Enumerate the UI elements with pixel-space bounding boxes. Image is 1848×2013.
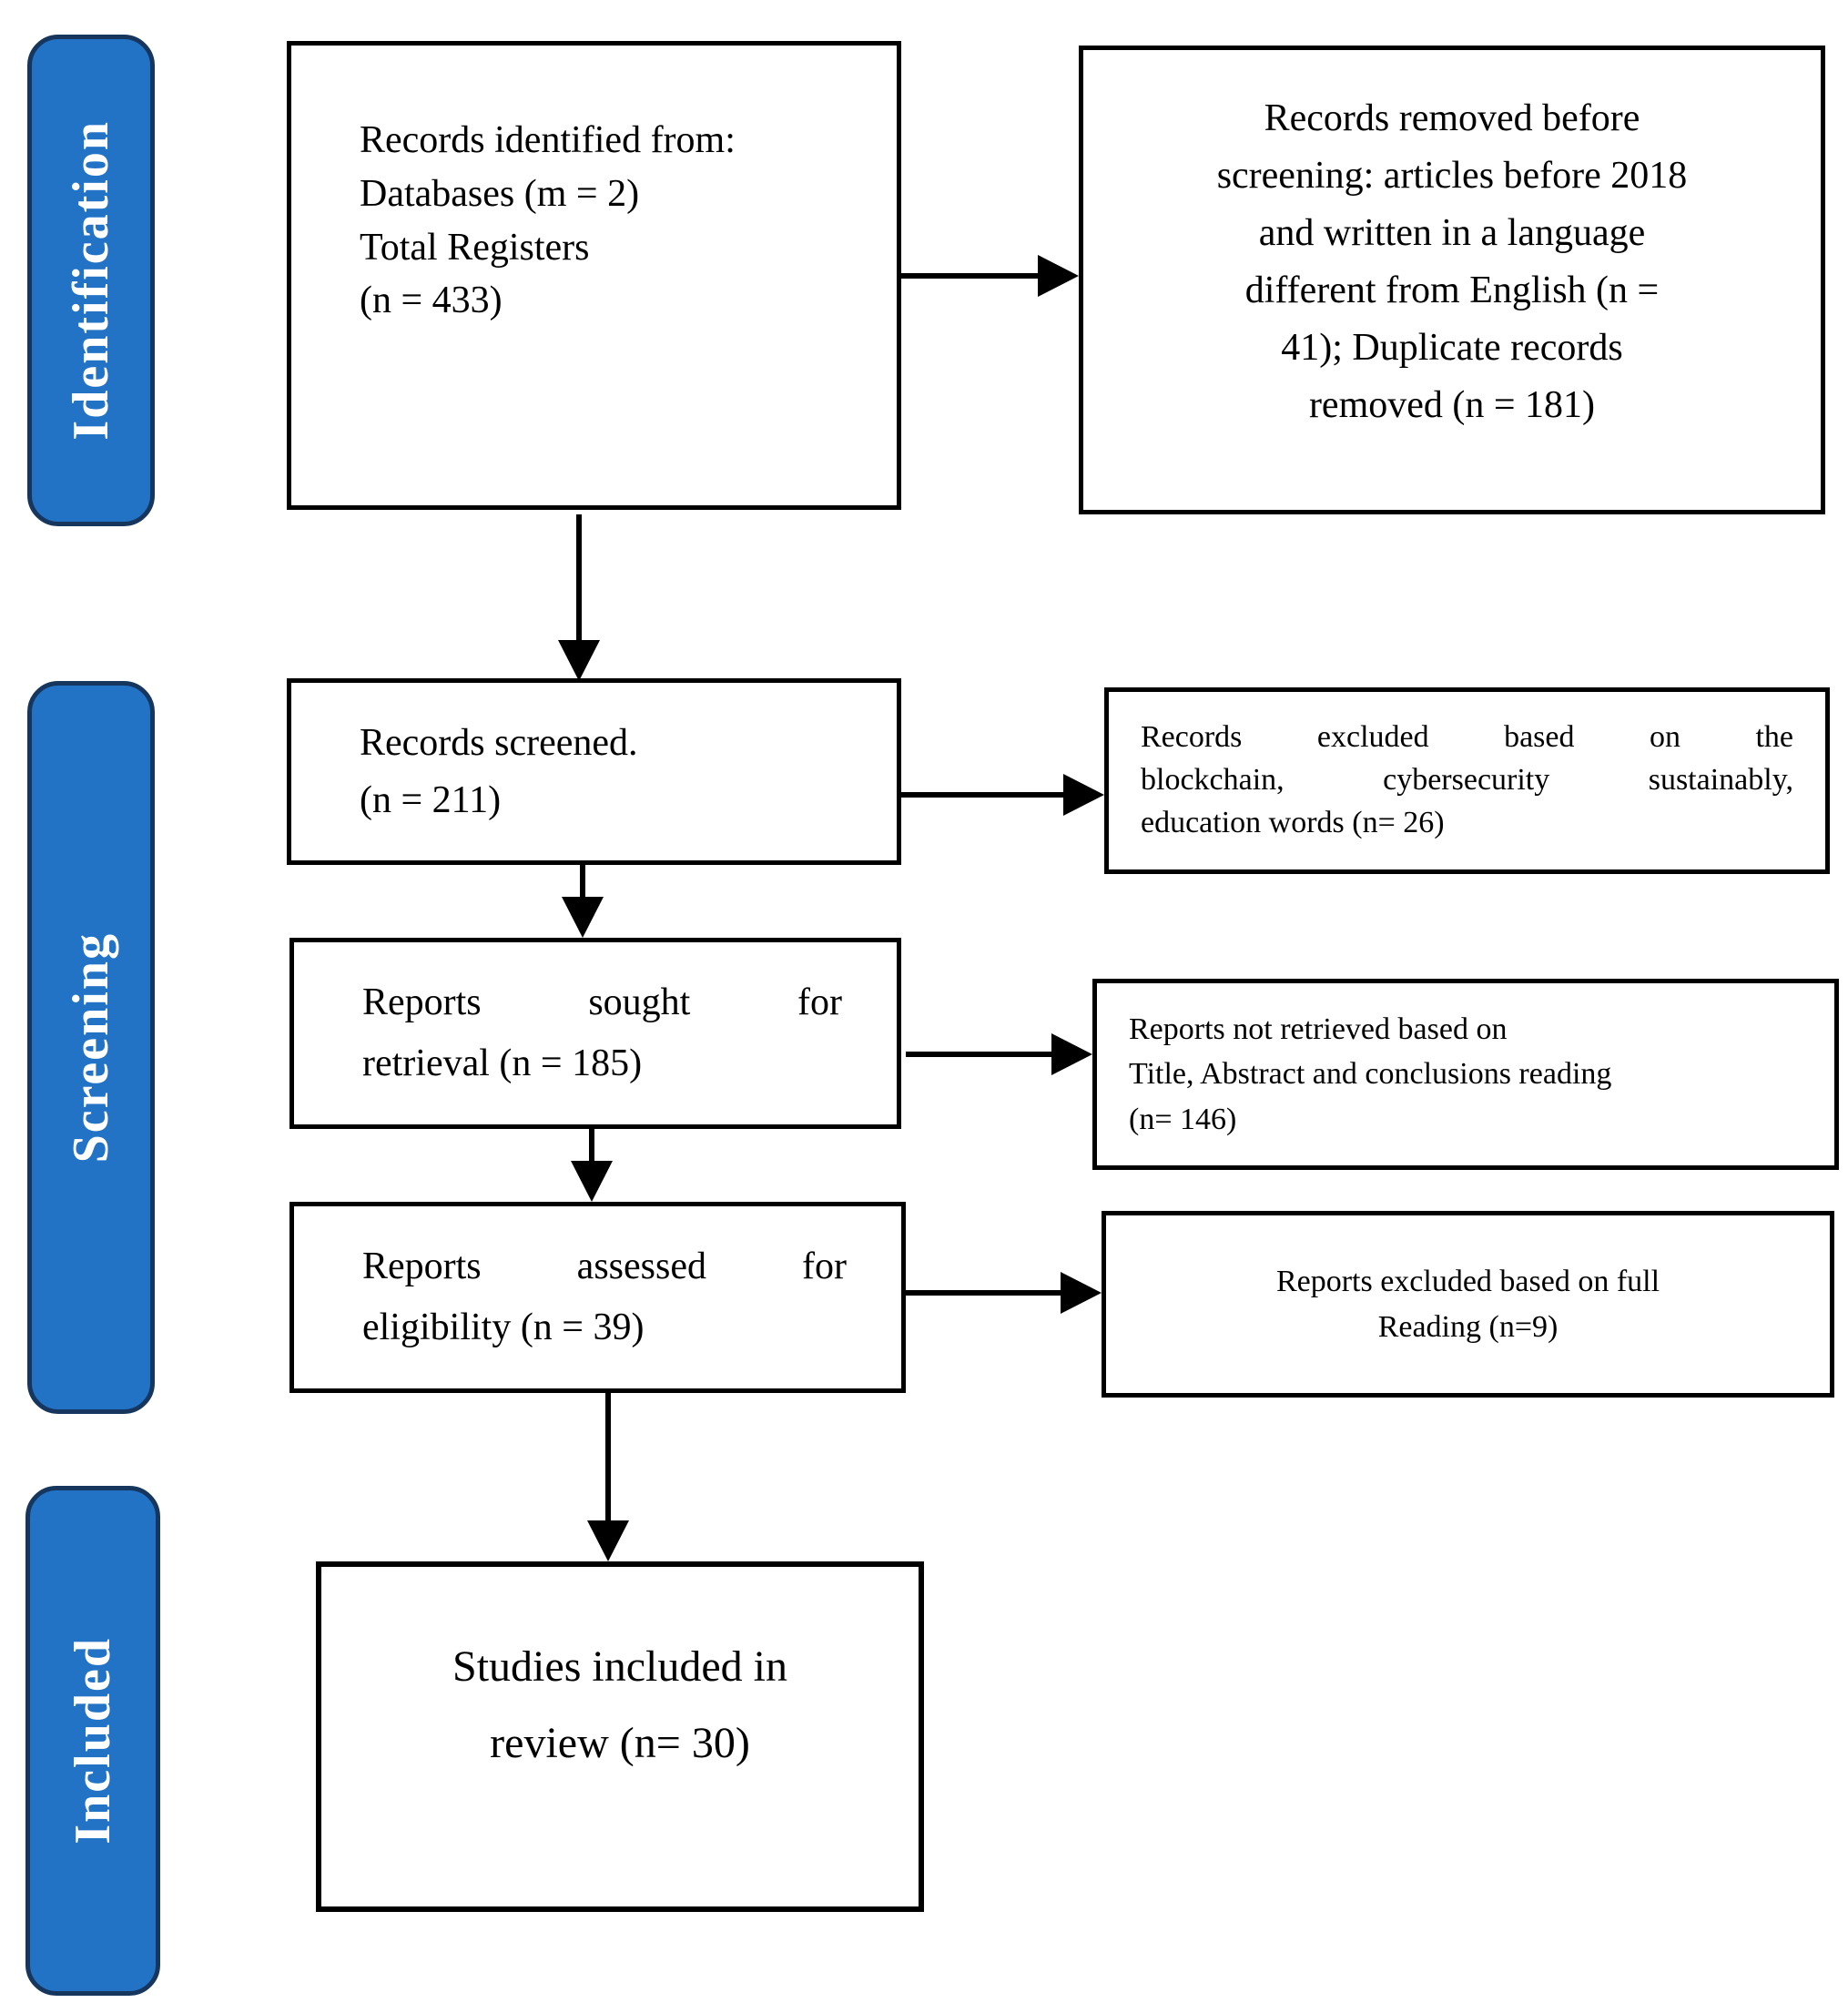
- box-text-line: (n = 211): [360, 778, 502, 821]
- stage-bar-identification: Identification: [27, 35, 155, 526]
- box-text-line: different from English (n =: [1244, 269, 1660, 311]
- records-identified-box: Records identified from: Databases (m = 2…: [287, 41, 901, 510]
- stage-identification-label: Identification: [63, 120, 119, 441]
- box-text-line: Reading (n=9): [1377, 1309, 1559, 1344]
- box-text-line: (n= 146): [1129, 1102, 1237, 1136]
- box-text-line: Reports sought for: [362, 981, 842, 1023]
- box-text-line: Title, Abstract and conclusions reading: [1129, 1057, 1612, 1092]
- arrow-screened-to-sought-line: [580, 865, 585, 900]
- arrow-screened-to-excluded-line: [901, 792, 1068, 798]
- records-removed-before-screening-box: Records removed before screening: article…: [1079, 46, 1825, 514]
- stage-included-label: Included: [65, 1637, 121, 1845]
- box-text-line: Records screened.: [360, 721, 638, 764]
- stage-screening-label: Screening: [63, 931, 119, 1164]
- stage-bar-screening: Screening: [27, 681, 155, 1414]
- box-text-line: and written in a language: [1258, 211, 1646, 254]
- stage-bar-included: Included: [25, 1486, 160, 1996]
- box-text-line: eligibility (n = 39): [362, 1306, 645, 1348]
- box-text-line: Records removed before: [1264, 97, 1640, 139]
- arrow-assessed-to-excluded-full-line: [906, 1290, 1065, 1296]
- reports-sought-box: Reports sought for retrieval (n = 185): [289, 938, 901, 1129]
- box-text-line: blockchain, cybersecurity sustainably,: [1141, 763, 1793, 798]
- reports-assessed-box: Reports assessed for eligibility (n = 39): [289, 1202, 906, 1393]
- studies-included-box: Studies included in review (n= 30): [316, 1561, 924, 1912]
- box-text-line: 41); Duplicate records: [1281, 326, 1623, 369]
- box-text-line: review (n= 30): [490, 1718, 750, 1767]
- box-text-line: Reports assessed for: [362, 1245, 847, 1287]
- arrow-assessed-to-included-head-icon: [587, 1520, 629, 1561]
- box-text-line: (n = 433): [360, 280, 503, 322]
- arrow-screened-to-excluded-head-icon: [1063, 774, 1104, 816]
- box-text-line: Records excluded based on the: [1141, 720, 1793, 755]
- records-excluded-box: Records excluded based on the blockchain,…: [1104, 687, 1830, 874]
- arrow-screened-to-sought-head-icon: [562, 897, 604, 938]
- arrow-assessed-to-excluded-full-head-icon: [1061, 1272, 1102, 1314]
- records-screened-box: Records screened. (n = 211): [287, 678, 901, 865]
- box-text-line: retrieval (n = 185): [362, 1042, 643, 1084]
- arrow-sought-to-not-retrieved-line: [906, 1052, 1056, 1057]
- arrow-sought-to-assessed-head-icon: [571, 1161, 613, 1202]
- box-text-line: Databases (m = 2): [360, 172, 640, 215]
- box-text-line: Total Registers: [360, 226, 590, 269]
- arrow-identified-to-screened-head-icon: [558, 640, 600, 681]
- box-text-line: Reports excluded based on full: [1275, 1265, 1660, 1299]
- arrow-identified-to-removed-line: [901, 273, 1042, 279]
- arrow-identified-to-screened-line: [576, 514, 582, 642]
- arrow-assessed-to-included-line: [605, 1393, 611, 1522]
- box-text-line: Studies included in: [452, 1642, 787, 1691]
- box-text-line: removed (n = 181): [1308, 383, 1596, 426]
- box-text-line: screening: articles before 2018: [1216, 154, 1688, 197]
- reports-not-retrieved-box: Reports not retrieved based on Title, Abs…: [1092, 979, 1839, 1170]
- box-text-line: Records identified from:: [360, 119, 736, 161]
- arrow-identified-to-removed-head-icon: [1038, 255, 1079, 297]
- box-text-line: education words (n= 26): [1141, 805, 1445, 839]
- box-text-line: Reports not retrieved based on: [1129, 1012, 1508, 1047]
- arrow-sought-to-not-retrieved-head-icon: [1051, 1033, 1092, 1075]
- arrow-sought-to-assessed-line: [589, 1129, 594, 1164]
